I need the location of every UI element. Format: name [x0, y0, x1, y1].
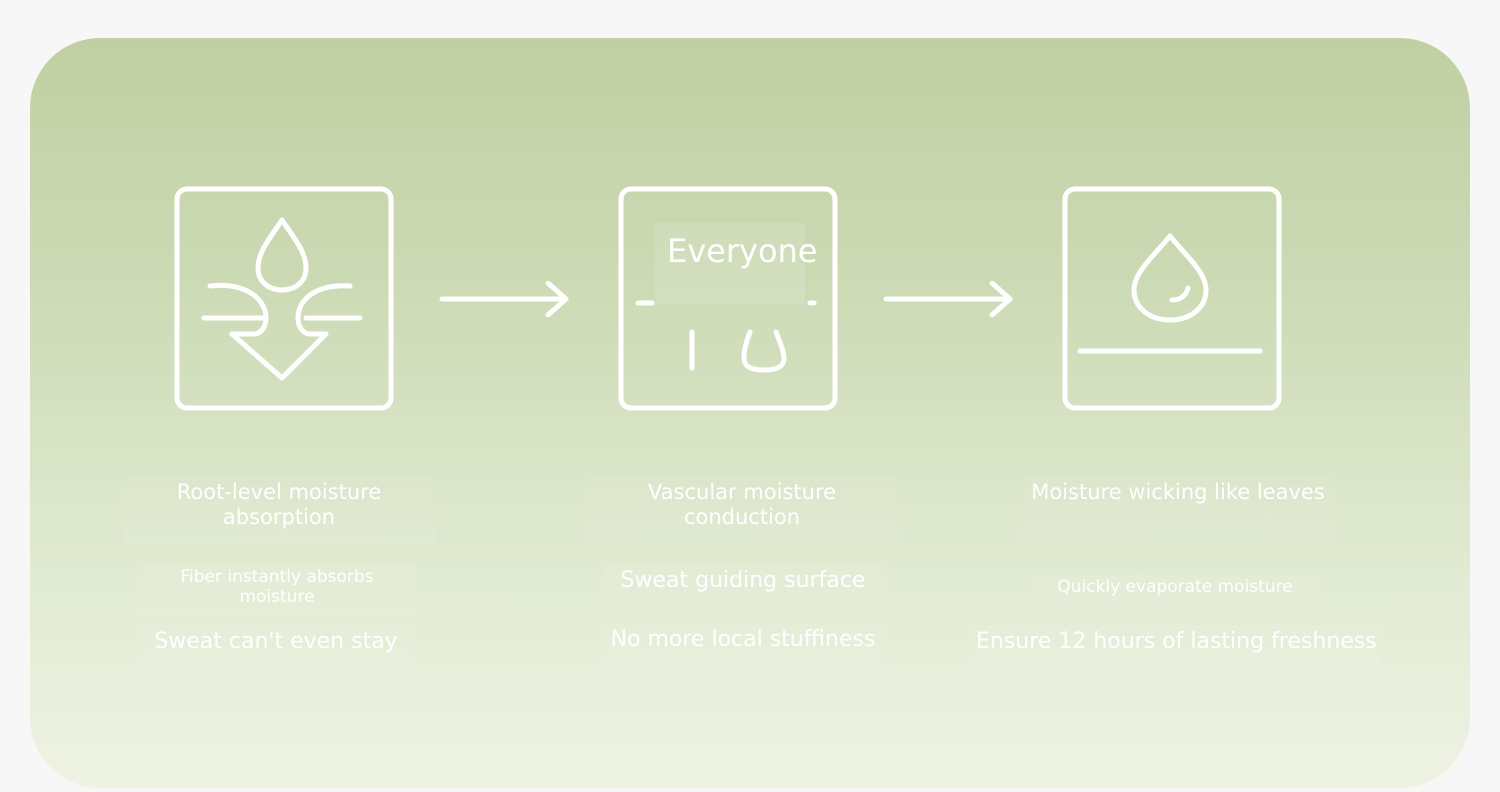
- process-panel: Everyone Root-level moisture absorption …: [30, 38, 1470, 788]
- step-note: Ensure 12 hours of lasting freshness: [970, 626, 1380, 670]
- arrow-right-icon: [882, 280, 1016, 321]
- step-note: Sweat can't even stay: [138, 626, 414, 664]
- overlay-label: Everyone: [655, 223, 817, 305]
- leaf-evaporate-icon: [1062, 186, 1282, 411]
- step-subtitle: Sweat guiding surface: [603, 565, 883, 611]
- step-title: Root-level moisture absorption: [123, 476, 435, 544]
- step-note: No more local stuffiness: [603, 624, 883, 662]
- step-title: Vascular moisture conduction: [586, 476, 898, 542]
- roots-absorb-icon: [174, 186, 394, 411]
- step-title: Moisture wicking like leaves: [1022, 476, 1334, 542]
- vascular-conduction-icon: Everyone: [618, 186, 838, 411]
- step-subtitle: Fiber instantly absorbs moisture: [138, 564, 416, 618]
- arrow-right-icon: [438, 280, 572, 321]
- step-subtitle: Quickly evaporate moisture: [1035, 574, 1315, 614]
